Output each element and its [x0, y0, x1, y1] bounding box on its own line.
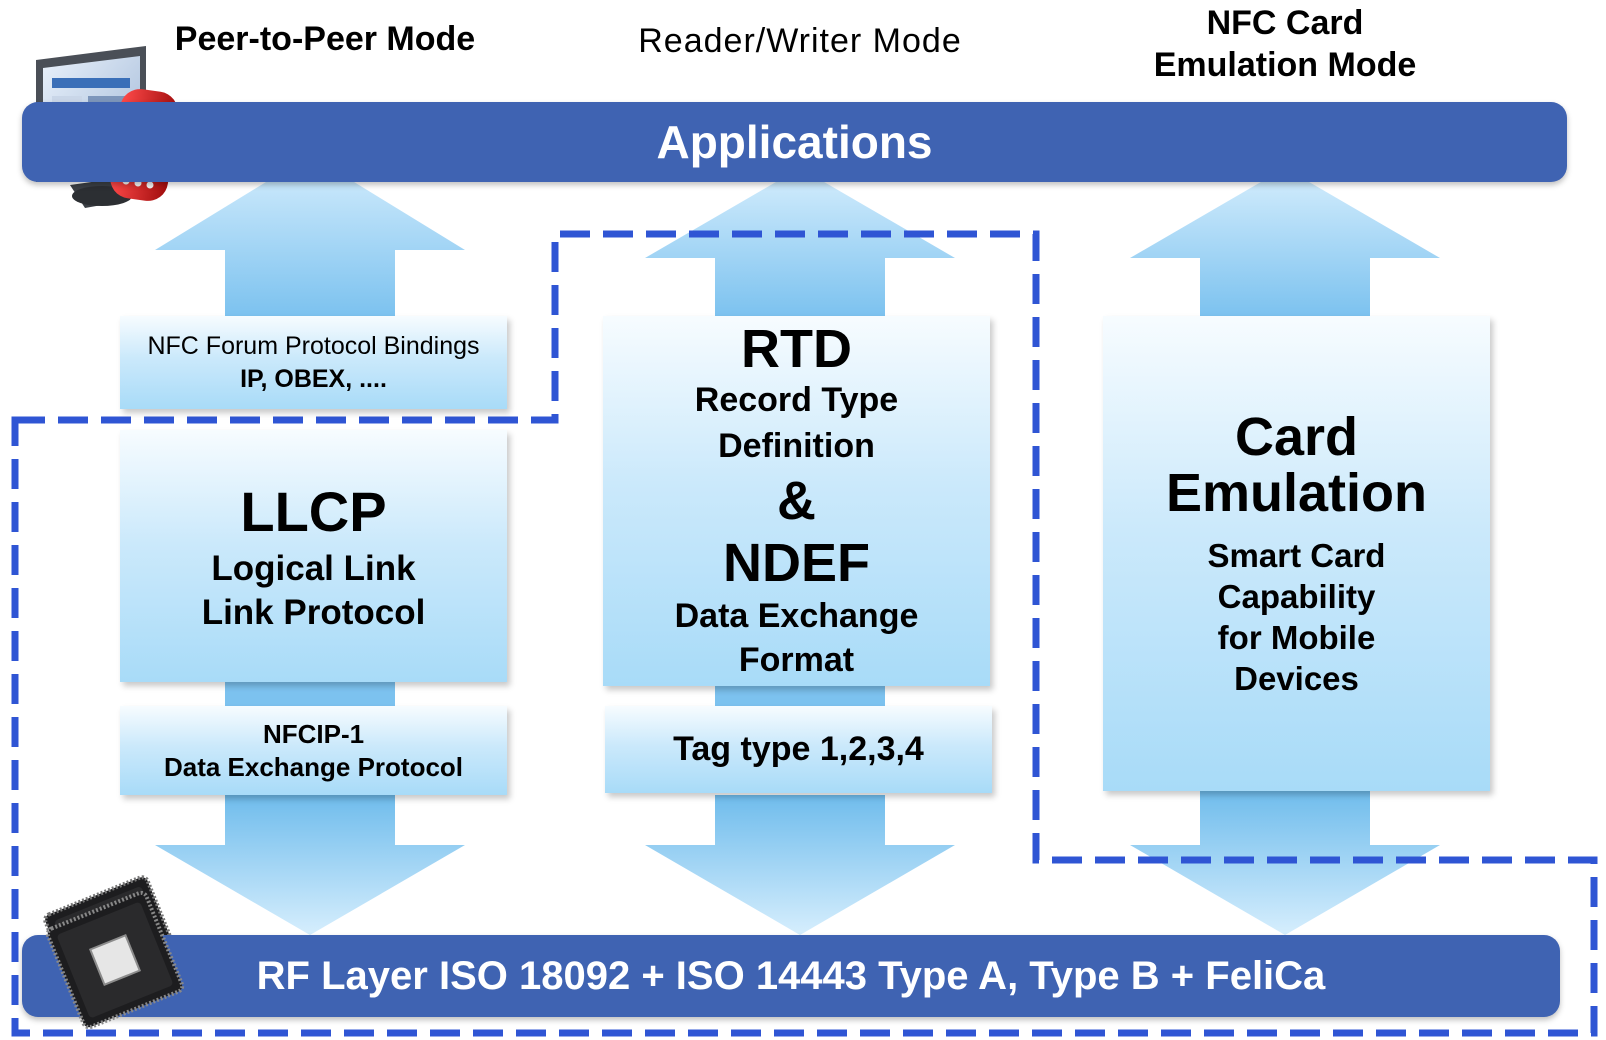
- ndef-line1: Data Exchange: [674, 597, 919, 635]
- ce-desc-line1: Smart Card: [1207, 536, 1386, 574]
- nfcip-box: NFCIP-1 Data Exchange Protocol: [120, 706, 507, 795]
- dashed-region-outline: [11, 230, 1598, 1037]
- nfcip-line2: Data Exchange Protocol: [163, 751, 464, 782]
- card-emulation-box: Card Emulation Smart Card Capability for…: [1103, 316, 1490, 791]
- rtd-line2: Definition: [718, 427, 875, 465]
- ce-desc-line2: Capability: [1217, 577, 1376, 615]
- stem-p2p: [225, 682, 395, 706]
- stem-rw: [715, 686, 885, 706]
- bindings-line1: NFC Forum Protocol Bindings: [147, 331, 480, 360]
- ce-desc-line3: for Mobile: [1217, 618, 1376, 656]
- rtd-title: RTD: [741, 319, 852, 379]
- bindings-line2: IP, OBEX, ....: [240, 364, 387, 393]
- ampersand: &: [777, 471, 816, 531]
- rf-layer-bar: RF Layer ISO 18092 + ISO 14443 Type A, T…: [22, 935, 1560, 1017]
- ce-title-line2: Emulation: [1165, 462, 1427, 523]
- up-arrow-p2p: [155, 155, 465, 316]
- card-emulation-mode-line1: NFC Card: [1206, 4, 1364, 42]
- card-emulation-mode-title: NFC Card Emulation Mode: [1130, 2, 1440, 86]
- rf-layer-label: RF Layer ISO 18092 + ISO 14443 Type A, T…: [256, 954, 1326, 998]
- applications-bar: Applications: [22, 102, 1567, 182]
- tag-type-box: Tag type 1,2,3,4: [605, 706, 992, 793]
- reader-writer-mode-title: Reader/Writer Mode: [638, 22, 962, 60]
- ce-desc-line4: Devices: [1234, 659, 1359, 697]
- up-arrow-ce: [1130, 168, 1440, 316]
- nfcip-line1: NFCIP-1: [262, 718, 365, 749]
- up-arrow-rw: [645, 168, 955, 316]
- down-arrow-rw: [645, 795, 955, 935]
- llcp-line2: Link Protocol: [201, 593, 426, 632]
- applications-label: Applications: [656, 116, 933, 168]
- ce-title-line1: Card: [1234, 406, 1359, 467]
- ndef-line2: Format: [738, 641, 855, 679]
- tag-types-label: Tag type 1,2,3,4: [673, 730, 924, 768]
- rtd-line1: Record Type: [694, 381, 899, 419]
- ndef-title: NDEF: [723, 533, 870, 593]
- llcp-title: LLCP: [240, 480, 387, 543]
- down-arrow-p2p: [155, 795, 465, 935]
- card-emulation-mode-line2: Emulation Mode: [1153, 46, 1417, 84]
- protocol-bindings-box: NFC Forum Protocol Bindings IP, OBEX, ..…: [120, 316, 507, 409]
- llcp-box: LLCP Logical Link Link Protocol: [120, 430, 507, 682]
- peer-to-peer-mode-title: Peer-to-Peer Mode: [174, 20, 476, 58]
- llcp-line1: Logical Link: [211, 549, 416, 588]
- rtd-ndef-box: RTD Record Type Definition & NDEF Data E…: [603, 316, 990, 686]
